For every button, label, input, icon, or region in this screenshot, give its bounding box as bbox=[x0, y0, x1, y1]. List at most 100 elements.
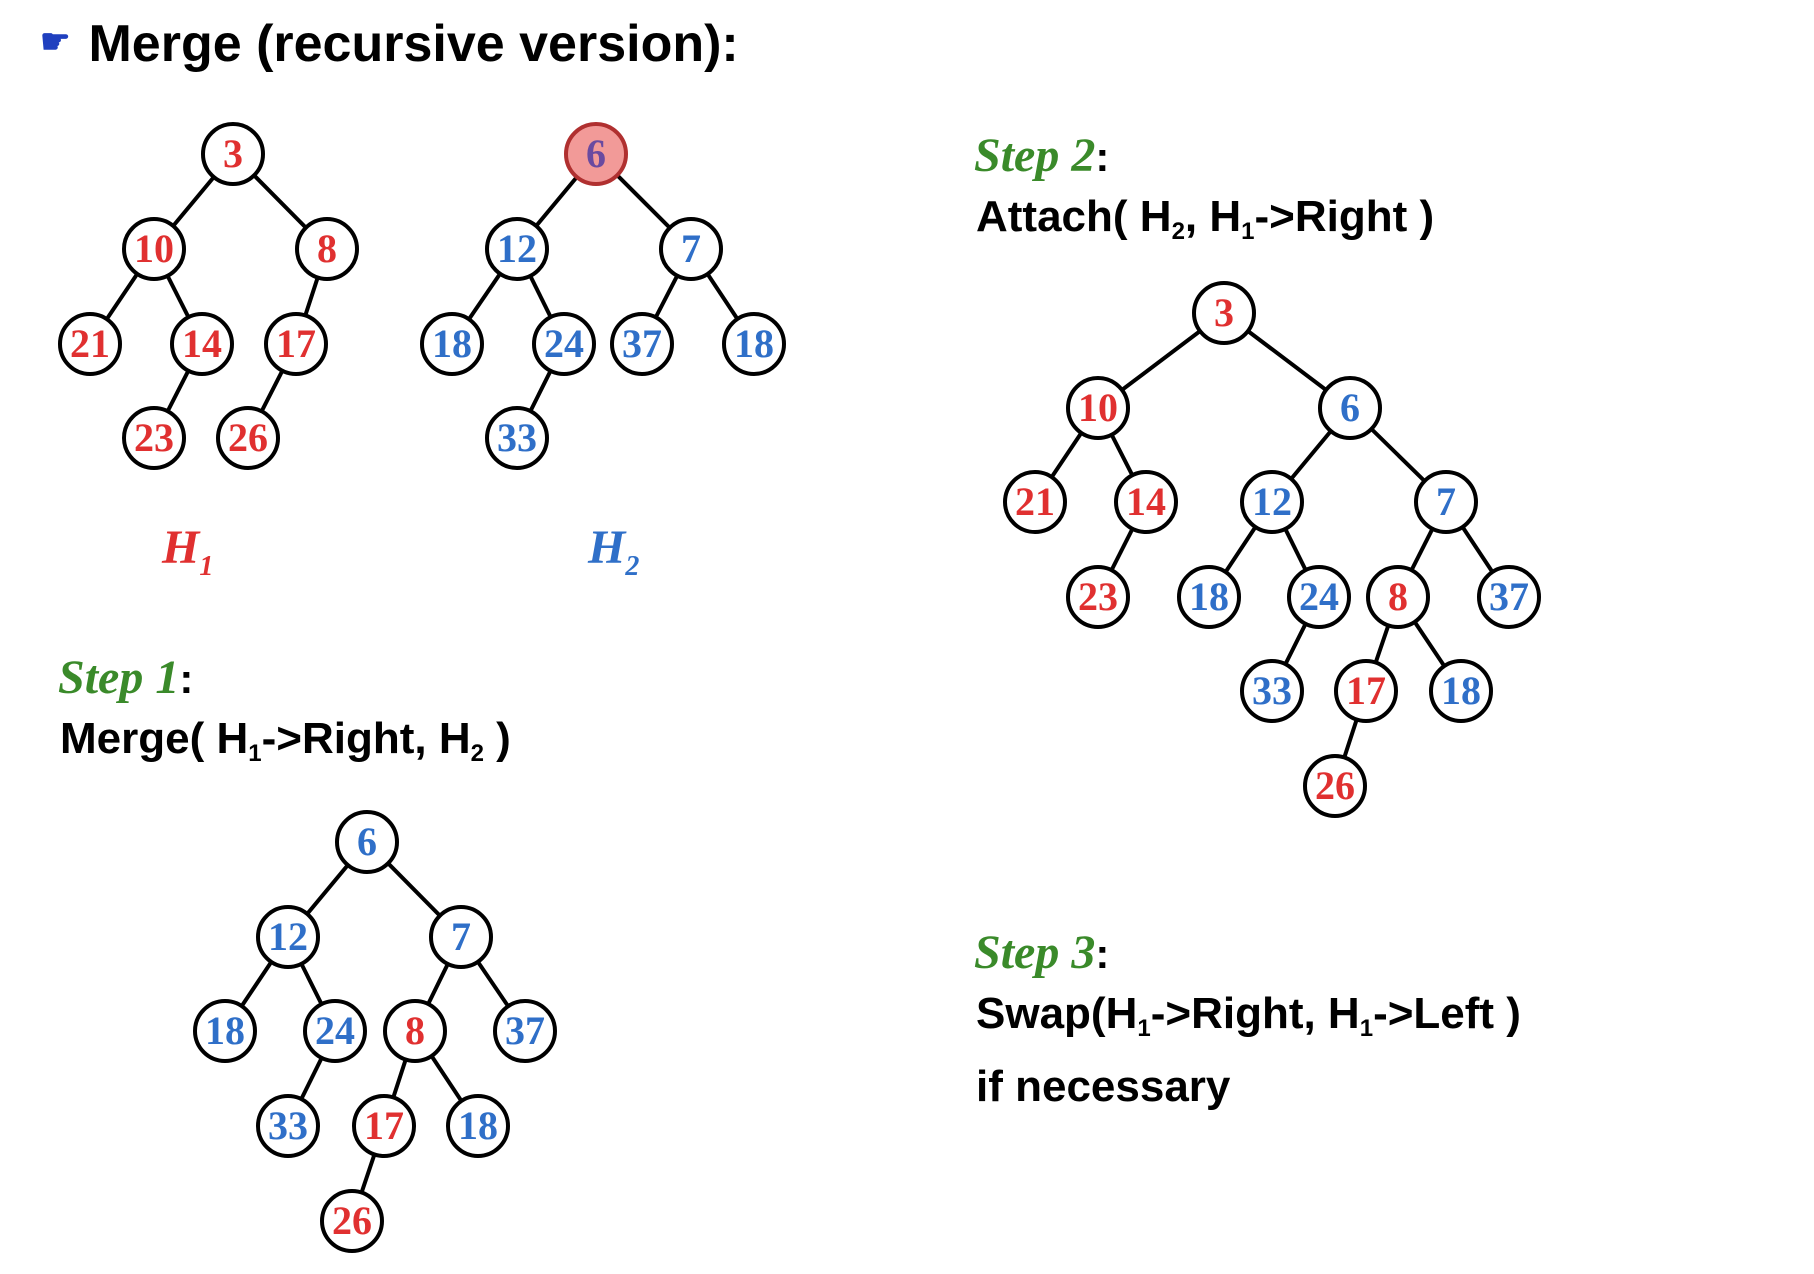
node-circle bbox=[256, 1094, 320, 1158]
step3-text-part: if necessary bbox=[976, 1062, 1231, 1111]
node-label: 10 bbox=[134, 226, 174, 271]
step3-text-part: ->Right, H bbox=[1150, 989, 1360, 1038]
node-label: 21 bbox=[1015, 479, 1055, 524]
node-circle bbox=[1114, 470, 1178, 534]
tree-node: 18 bbox=[193, 999, 257, 1063]
heap-label-h2-sub: 2 bbox=[625, 551, 640, 582]
node-label: 17 bbox=[1346, 668, 1386, 713]
node-label: 23 bbox=[1078, 574, 1118, 619]
node-label: 26 bbox=[1315, 763, 1355, 808]
node-label: 6 bbox=[357, 819, 377, 864]
step1-heading: Step 1: bbox=[58, 651, 194, 704]
node-circle bbox=[532, 312, 596, 376]
tree-node: 18 bbox=[1429, 659, 1493, 723]
node-label: 33 bbox=[268, 1103, 308, 1148]
tree-node: 7 bbox=[429, 905, 493, 969]
node-label: 23 bbox=[134, 415, 174, 460]
tree-node: 6 bbox=[564, 122, 628, 186]
node-circle bbox=[320, 1189, 384, 1253]
tree-node: 21 bbox=[58, 312, 122, 376]
slide-title: ☛Merge (recursive version): bbox=[40, 14, 739, 74]
node-label: 10 bbox=[1078, 385, 1118, 430]
tree-node: 17 bbox=[264, 312, 328, 376]
tree-node: 12 bbox=[1240, 470, 1304, 534]
node-circle bbox=[193, 999, 257, 1063]
node-circle bbox=[429, 905, 493, 969]
node-circle bbox=[493, 999, 557, 1063]
node-label: 18 bbox=[1441, 668, 1481, 713]
node-circle bbox=[383, 999, 447, 1063]
step3-heading: Step 3: bbox=[974, 926, 1110, 979]
node-circle bbox=[610, 312, 674, 376]
node-circle bbox=[1177, 565, 1241, 629]
node-label: 33 bbox=[1252, 668, 1292, 713]
node-label: 17 bbox=[276, 321, 316, 366]
node-circle bbox=[1066, 565, 1130, 629]
tree-node: 24 bbox=[1287, 565, 1351, 629]
tree-node: 33 bbox=[485, 406, 549, 470]
node-label: 24 bbox=[544, 321, 584, 366]
tree-node: 17 bbox=[352, 1094, 416, 1158]
node-label: 14 bbox=[182, 321, 222, 366]
tree-node: 10 bbox=[122, 217, 186, 281]
node-circle bbox=[1240, 659, 1304, 723]
tree-node: 21 bbox=[1003, 470, 1067, 534]
tree-node: 26 bbox=[1303, 754, 1367, 818]
node-label: 21 bbox=[70, 321, 110, 366]
step3-line-2: if necessary bbox=[976, 1058, 1521, 1116]
node-label: 3 bbox=[223, 131, 243, 176]
tree-node: 37 bbox=[1477, 565, 1541, 629]
node-circle bbox=[1287, 565, 1351, 629]
tree-node: 8 bbox=[295, 217, 359, 281]
node-label: 26 bbox=[332, 1198, 372, 1243]
node-label: 14 bbox=[1126, 479, 1166, 524]
tree-node: 17 bbox=[1334, 659, 1398, 723]
step3-number: Step 3 bbox=[974, 926, 1096, 979]
step3-text-part: Swap(H bbox=[976, 989, 1138, 1038]
node-circle bbox=[1414, 470, 1478, 534]
node-label: 7 bbox=[1436, 479, 1456, 524]
step1-text-sub: 1 bbox=[248, 740, 262, 767]
step2-text-sub: 1 bbox=[1241, 218, 1255, 245]
step1-text-part: Merge( H bbox=[60, 714, 249, 763]
step2-number: Step 2 bbox=[974, 129, 1096, 182]
node-label: 8 bbox=[1388, 574, 1408, 619]
node-circle bbox=[256, 905, 320, 969]
step1-number: Step 1 bbox=[58, 651, 180, 704]
tree-node: 33 bbox=[256, 1094, 320, 1158]
step2-text: Attach( H2, H1->Right ) bbox=[976, 188, 1434, 261]
tree-node: 26 bbox=[216, 406, 280, 470]
tree-node: 7 bbox=[1414, 470, 1478, 534]
node-label: 24 bbox=[315, 1008, 355, 1053]
node-circle bbox=[122, 217, 186, 281]
node-circle bbox=[1066, 376, 1130, 440]
node-label: 37 bbox=[1489, 574, 1529, 619]
heap-label-h1: H1 bbox=[162, 520, 213, 583]
tree-node: 26 bbox=[320, 1189, 384, 1253]
heap-label-h2: H2 bbox=[588, 520, 639, 583]
step3-text-sub: 1 bbox=[1137, 1015, 1151, 1042]
node-label: 3 bbox=[1214, 290, 1234, 335]
tree-node: 37 bbox=[610, 312, 674, 376]
step3-text-part: ->Left ) bbox=[1373, 989, 1521, 1038]
node-circle bbox=[1303, 754, 1367, 818]
step1-text-part: ) bbox=[483, 714, 511, 763]
node-circle bbox=[303, 999, 367, 1063]
tree-node: 24 bbox=[532, 312, 596, 376]
node-label: 12 bbox=[497, 226, 537, 271]
tree-node: 6 bbox=[335, 810, 399, 874]
tree-node: 10 bbox=[1066, 376, 1130, 440]
node-circle bbox=[170, 312, 234, 376]
node-circle bbox=[1192, 281, 1256, 345]
tree-node: 37 bbox=[493, 999, 557, 1063]
tree-node: 23 bbox=[1066, 565, 1130, 629]
node-circle bbox=[122, 406, 186, 470]
node-label: 18 bbox=[432, 321, 472, 366]
node-label: 17 bbox=[364, 1103, 404, 1148]
node-circle bbox=[420, 312, 484, 376]
node-circle bbox=[335, 810, 399, 874]
tree-node: 12 bbox=[485, 217, 549, 281]
